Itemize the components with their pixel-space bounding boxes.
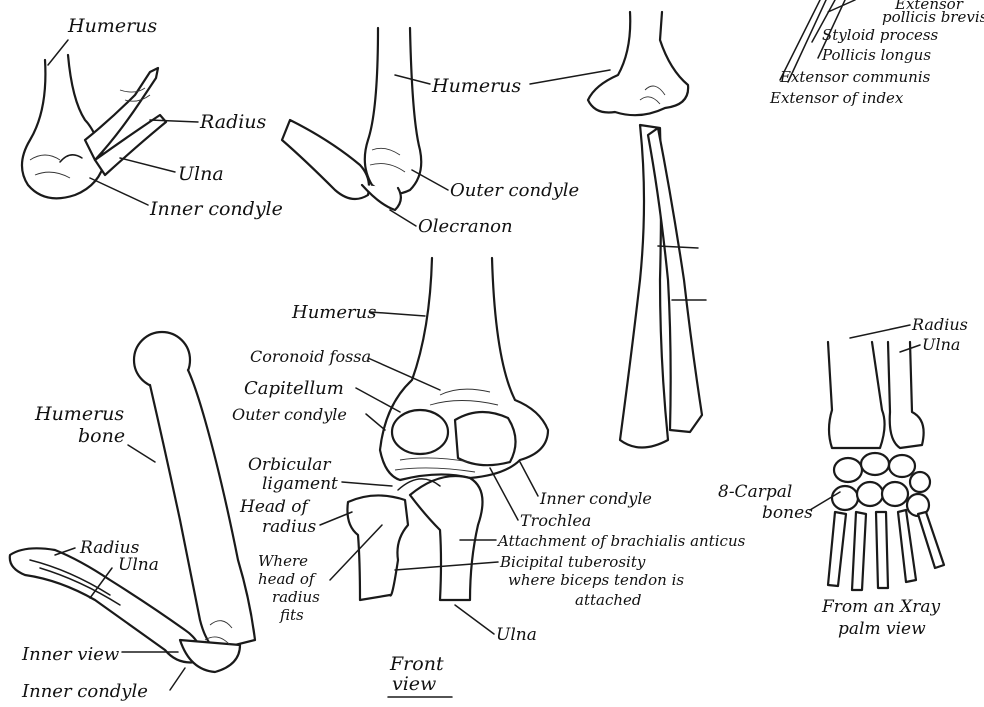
carpal-bones [832, 453, 930, 516]
metacarpals [828, 510, 944, 590]
humerus-lower-tr [588, 12, 688, 115]
radius-front [347, 495, 408, 600]
label-c-inner-condyle: Inner condyle [539, 489, 652, 508]
label-br-radius: Radius [911, 315, 968, 334]
label-c-coronoid-fossa: Coronoid fossa [250, 347, 371, 366]
label-c-bicipital-2: where biceps tendon is [508, 571, 684, 589]
label-c-ulna: Ulna [496, 625, 537, 645]
label-tr-pollicis-longus: Pollicis longus [821, 46, 931, 64]
label-c-bicipital-3: attached [575, 591, 641, 609]
label-br-carpal-2: bones [762, 503, 813, 523]
ulna-br [888, 342, 924, 448]
label-c-trochlea: Trochlea [520, 511, 591, 530]
label-c-where-1: Where [258, 552, 308, 570]
label-tr-extensor-communis: Extensor communis [779, 68, 931, 86]
label-c-where-4: fits [279, 606, 304, 624]
radius-br [828, 342, 885, 448]
label-tr-extensor-2: pollicis brevis [882, 8, 984, 26]
label-br-xray-2: palm view [838, 619, 926, 639]
label-tc-olecranon: Olecranon [418, 216, 513, 237]
olecranon-back [362, 185, 401, 210]
forearm-front-figure [588, 12, 702, 448]
label-c-brachialis: Attachment of brachialis anticus [496, 532, 746, 550]
label-c-orbicular-2: ligament [262, 474, 338, 494]
label-c-outer-condyle: Outer condyle [232, 405, 347, 424]
label-c-front-2: view [392, 673, 436, 695]
label-br-ulna: Ulna [922, 335, 960, 354]
label-c-where-3: radius [272, 588, 320, 606]
trochlea [455, 412, 516, 465]
label-tl-humerus: Humerus [67, 15, 157, 37]
label-bl-humerus-1: Humerus [34, 403, 124, 425]
humerus-shaft-side [22, 55, 105, 198]
label-tc-humerus: Humerus [431, 75, 521, 97]
label-c-humerus: Humerus [291, 302, 376, 323]
label-tr-styloid: Styloid process [822, 26, 939, 44]
label-tl-inner-condyle: Inner condyle [149, 198, 283, 220]
label-c-orbicular-1: Orbicular [248, 455, 331, 475]
label-br-carpal-1: 8-Carpal [718, 482, 792, 502]
label-br-xray-1: From an Xray [821, 597, 941, 617]
label-bl-inner-view: Inner view [21, 644, 120, 665]
bent-arm-figure [10, 332, 255, 672]
label-c-bicipital-1: Bicipital tuberosity [499, 553, 646, 571]
humerus-back [365, 28, 421, 194]
label-bl-humerus-2: bone [78, 425, 125, 447]
forearm-back [282, 120, 369, 199]
label-tr-extensor-index: Extensor of index [769, 89, 904, 107]
capitellum [392, 410, 448, 454]
label-c-head-radius-1: Head of [239, 497, 311, 517]
label-bl-ulna: Ulna [118, 555, 159, 575]
ulna-front [410, 476, 483, 600]
label-c-where-2: head of [258, 570, 317, 588]
side-elbow-figure [22, 55, 166, 198]
label-c-head-radius-2: radius [262, 517, 317, 537]
wrist-xray-figure [828, 342, 944, 590]
label-c-capitellum: Capitellum [244, 378, 344, 399]
label-c-front-1: Front [389, 653, 444, 675]
label-bl-inner-condyle: Inner condyle [21, 681, 148, 702]
label-tl-ulna: Ulna [178, 163, 224, 185]
back-elbow-figure [282, 28, 421, 210]
label-tc-outer-condyle: Outer condyle [450, 180, 579, 201]
label-tl-radius: Radius [199, 111, 267, 133]
condyle-bl [180, 640, 240, 672]
